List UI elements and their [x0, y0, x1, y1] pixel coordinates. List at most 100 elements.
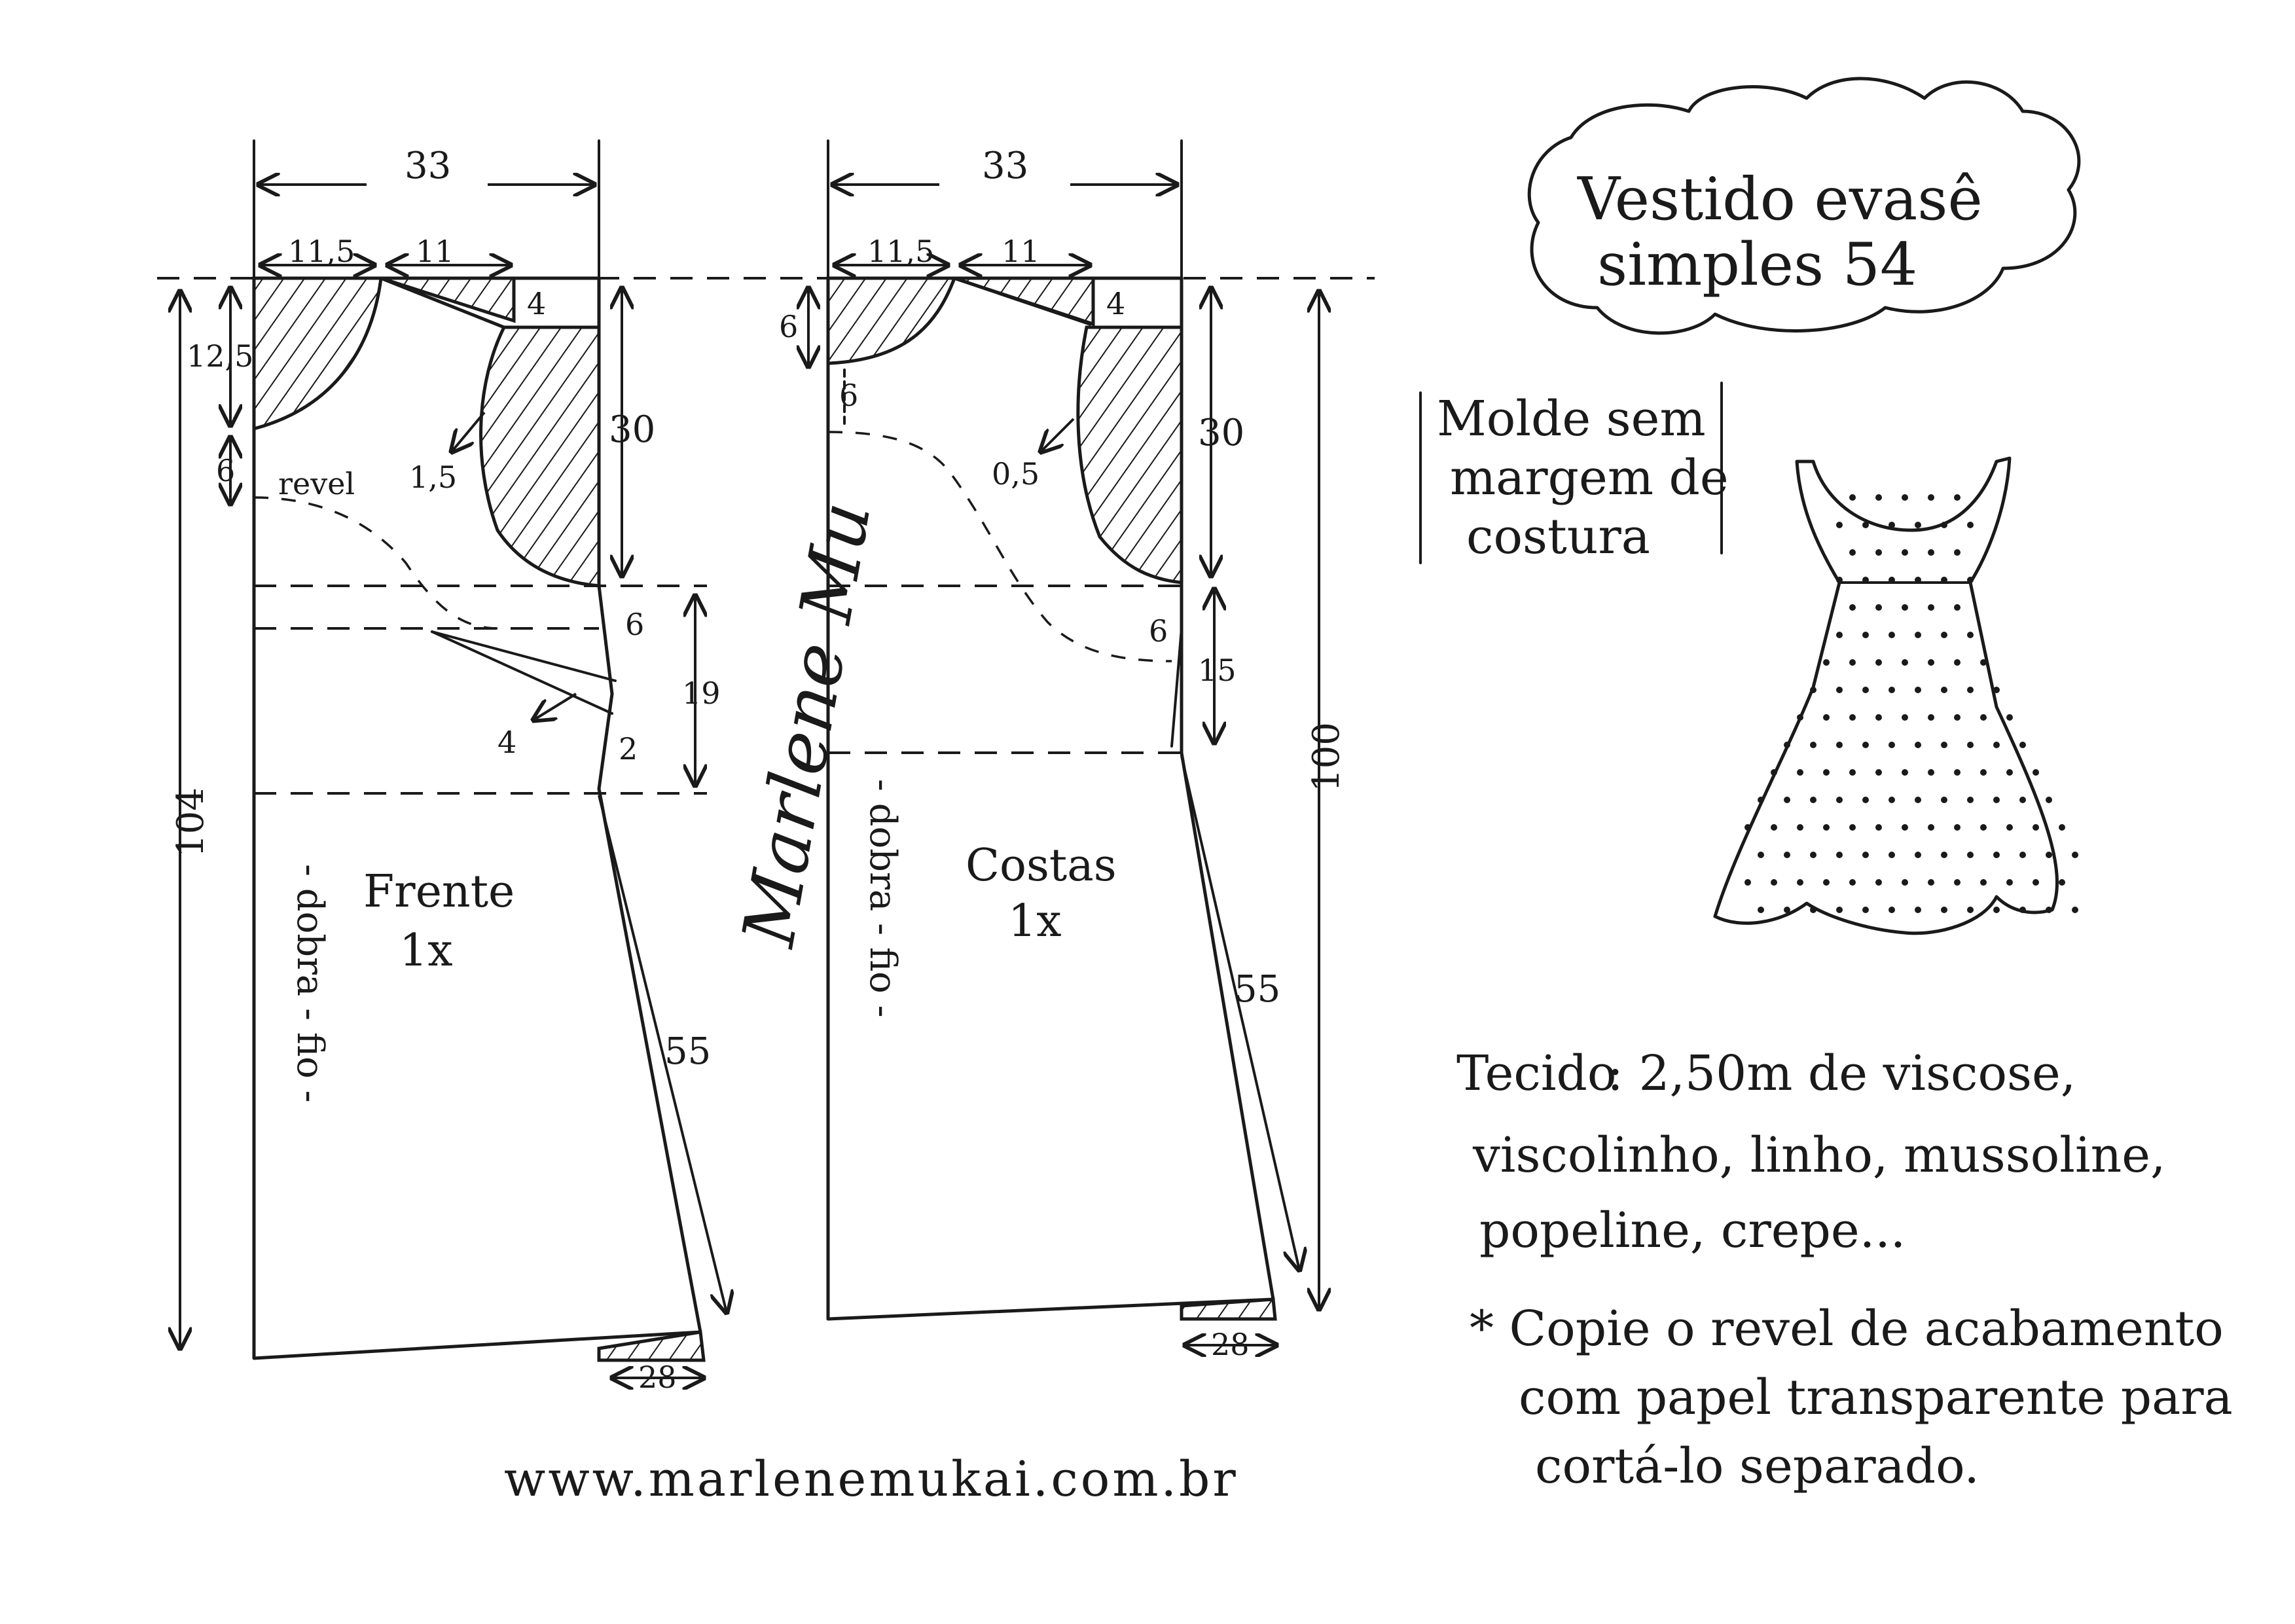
dress-dot: [1836, 742, 1843, 748]
dress-dot: [1902, 769, 1908, 776]
dress-dot: [1849, 879, 1856, 886]
dress-dot: [1823, 714, 1830, 721]
front-facing-label: revel: [278, 466, 355, 501]
dress-dot: [1836, 577, 1843, 583]
dress-dot: [1888, 522, 1895, 528]
dress-dot: [1836, 797, 1843, 803]
mold-note: Molde sem margem de costura: [1419, 382, 1729, 565]
dress-dot: [1915, 852, 1921, 858]
front-neck-depth-label: 12,5: [187, 338, 253, 374]
dress-dot: [1915, 797, 1921, 803]
front-hem-flare-label: 28: [638, 1360, 677, 1395]
back-shoulder-left-label: 11,5: [867, 234, 934, 269]
dress-dot: [1888, 577, 1895, 583]
dress-dot: [1823, 769, 1830, 776]
dress-dot: [1941, 522, 1947, 528]
dress-dot: [1810, 852, 1816, 858]
back-total-length-label: 100: [1305, 722, 1348, 792]
dress-dot: [2046, 797, 2052, 803]
dress-dot: [1967, 907, 1974, 913]
dress-dot: [1862, 687, 1869, 693]
dress-dot: [1941, 577, 1947, 583]
dress-dot: [1967, 797, 1974, 803]
dress-dot: [1810, 742, 1816, 748]
dress-dot: [1954, 659, 1961, 666]
dress-dot: [1941, 907, 1947, 913]
dress-dot: [2059, 824, 2065, 831]
dress-dot: [1836, 632, 1843, 638]
front-label: Frente: [363, 866, 515, 918]
dress-dot: [1928, 494, 1934, 501]
dress-dot: [1744, 824, 1751, 831]
back-width-label: 33: [982, 145, 1028, 187]
dress-dot: [1875, 714, 1882, 721]
dress-dot: [1928, 714, 1934, 721]
back-shoulder-drop-label: 4: [1106, 286, 1125, 321]
dress-dot: [1758, 852, 1764, 858]
dress-dot: [1862, 577, 1869, 583]
dress-dot: [1902, 714, 1908, 721]
dress-dot: [1993, 742, 2000, 748]
tip-line2: com papel transparente para: [1519, 1369, 2233, 1426]
front-neckline-hatch: [252, 276, 383, 431]
dress-dot: [1797, 714, 1803, 721]
back-outline: [826, 276, 1275, 1321]
dress-dot: [1797, 824, 1803, 831]
dress-dot: [2059, 879, 2065, 886]
dress-dot: [1784, 797, 1790, 803]
dress-dot: [1862, 797, 1869, 803]
dress-dot: [1954, 879, 1961, 886]
front-facing-line: [253, 496, 498, 630]
dress-dot: [1875, 824, 1882, 831]
back-waist-height-label: 15: [1198, 653, 1237, 688]
dress-dot: [1875, 494, 1882, 501]
front-armhole-hatch: [479, 325, 601, 588]
fabric-note: Tecido : 2,50m de viscose, viscolinho, l…: [1456, 1045, 2166, 1259]
dress-dot: [2006, 824, 2013, 831]
back-armhole-height-label: 30: [1198, 412, 1244, 454]
dress-dot: [1967, 632, 1974, 638]
dress-dot: [1784, 907, 1790, 913]
dress-dot: [2006, 769, 2013, 776]
dress-dot: [1862, 907, 1869, 913]
dress-dot: [2006, 879, 2013, 886]
dress-dot: [1888, 632, 1895, 638]
dress-dot: [1967, 577, 1974, 583]
dress-dot: [1902, 659, 1908, 666]
front-armhole-height-label: 30: [609, 408, 655, 451]
dress-dot: [1980, 824, 1987, 831]
dress-dot: [1993, 687, 2000, 693]
dress-dot: [2072, 852, 2078, 858]
tip-note: * Copie o revel de acabamento com papel …: [1470, 1301, 2233, 1494]
dress-dot: [1875, 879, 1882, 886]
dress-dot: [1993, 797, 2000, 803]
dress-dot: [1797, 879, 1803, 886]
dress-dot: [1823, 879, 1830, 886]
dress-dot: [1849, 714, 1856, 721]
dress-dot: [1902, 604, 1908, 611]
dress-dot: [1967, 522, 1974, 528]
dress-dot: [1888, 797, 1895, 803]
dress-dot: [1849, 494, 1856, 501]
dress-dot: [1941, 797, 1947, 803]
dress-dot: [1888, 852, 1895, 858]
dress-dot: [1915, 907, 1921, 913]
dress-dot: [1849, 659, 1856, 666]
front-armhole-offset-label: 1,5: [409, 460, 457, 495]
dress-dot: [1980, 714, 1987, 721]
fabric-heading: Tecido: [1456, 1045, 1616, 1102]
dress-dot: [1941, 742, 1947, 748]
front-dart-width-label: 4: [497, 725, 516, 760]
dress-dot: [1902, 494, 1908, 501]
front-neck-facing-label: 6: [216, 453, 235, 488]
front-total-length-label: 104: [170, 787, 212, 857]
front-dart-top-label: 6: [625, 607, 644, 642]
dress-dot: [2033, 824, 2039, 831]
dress-dot: [1967, 687, 1974, 693]
dress-dot: [1849, 604, 1856, 611]
back-hem-flare-label: 28: [1211, 1327, 1250, 1362]
dress-dot: [1915, 522, 1921, 528]
dress-dot: [1888, 742, 1895, 748]
dress-dot: [1888, 687, 1895, 693]
